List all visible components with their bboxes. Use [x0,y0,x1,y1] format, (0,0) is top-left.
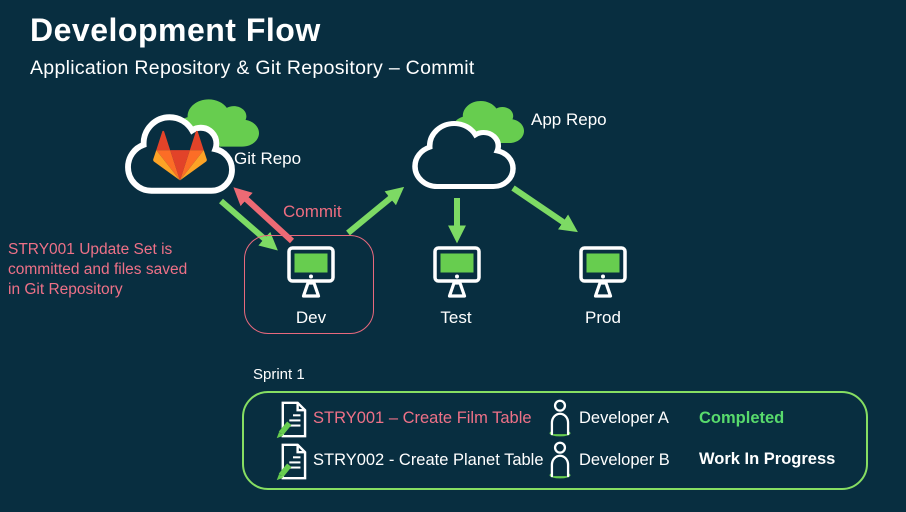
prod-monitor-icon [579,246,627,298]
git-to-dev-arrow [219,198,278,251]
update-set-note: STRY001 Update Set is committed and file… [8,240,187,300]
status-completed: Completed [699,409,785,427]
story-document-icon [276,443,307,481]
page-subtitle: Application Repository & Git Repository … [30,57,475,79]
env-label-dev: Dev [295,308,327,327]
app-repo-label: App Repo [531,110,607,129]
story-document-icon [276,401,307,439]
story-1-title: STRY001 – Create Film Table [313,409,532,427]
status-work-in-progress: Work In Progress [699,450,836,468]
developer-b-person-icon [549,441,571,479]
dev-to-app-arrow [346,186,405,236]
app-repo-cloud-icon [412,120,516,190]
gitlab-logo-icon [153,130,207,181]
env-label-prod: Prod [585,308,621,327]
developer-a-name: Developer A [579,409,669,427]
sprint-title: Sprint 1 [253,366,305,383]
developer-b-name: Developer B [579,451,670,469]
app-to-prod-arrow [511,185,578,233]
sprint-panel [242,391,868,490]
commit-label: Commit [283,202,342,221]
note-line-1: STRY001 Update Set is [8,241,173,258]
dev-highlight-box [244,235,374,334]
developer-a-person-icon [549,399,571,437]
env-label-test: Test [440,308,472,327]
test-monitor-icon [433,246,481,298]
page-title: Development Flow [30,12,321,48]
story-2-title: STRY002 - Create Planet Table [313,451,544,469]
note-line-2: committed and files saved [8,261,188,278]
dev-monitor-icon [287,246,335,298]
note-line-3: in Git Repository [8,281,123,298]
git-repo-label: Git Repo [234,149,302,168]
